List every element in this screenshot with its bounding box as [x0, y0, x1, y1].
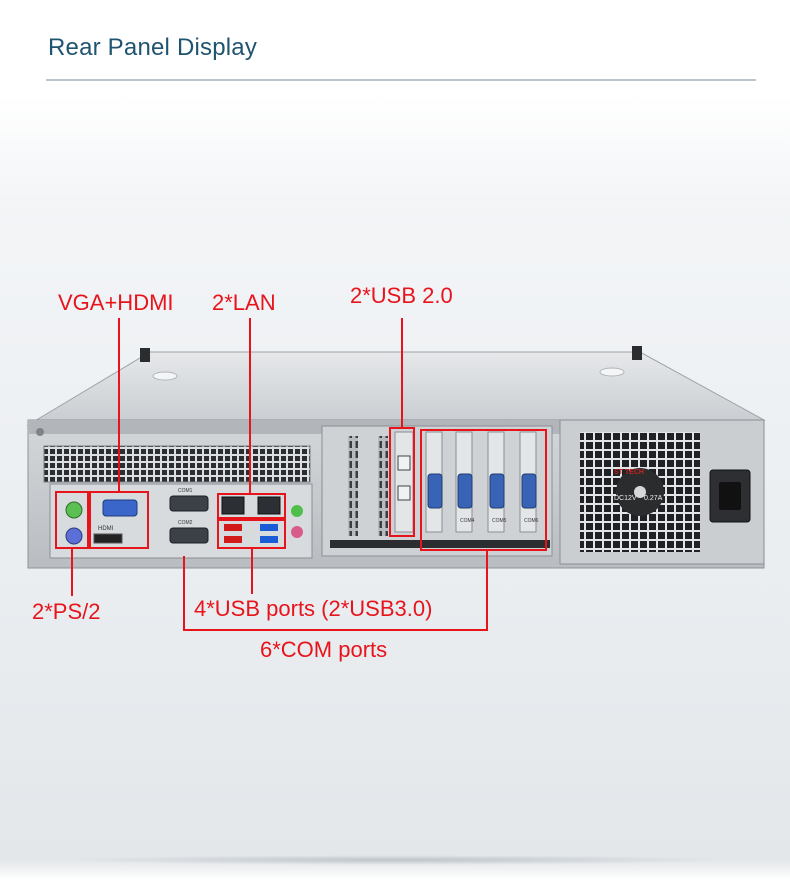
hdmi-label: HDMI	[98, 526, 114, 532]
callout-ps2: 2*PS/2	[32, 599, 101, 624]
hdmi-port	[93, 533, 123, 544]
com1-label: COM1	[178, 488, 193, 494]
expansion-slots	[321, 425, 553, 557]
ps2-ports	[65, 501, 83, 545]
fan-brand-text: ST TECH	[614, 469, 644, 476]
io-vent-mesh	[43, 445, 311, 483]
title-divider	[46, 79, 756, 81]
callout-com-ports: 6*COM ports	[260, 637, 388, 662]
callout-usb-ports: 4*USB ports (2*USB3.0)	[194, 596, 433, 621]
chassis-shadow	[60, 855, 730, 865]
vga-port	[102, 499, 138, 517]
com2-label: COM2	[178, 520, 193, 526]
callout-lan: 2*LAN	[212, 290, 276, 315]
callout-usb20: 2*USB 2.0	[350, 283, 453, 308]
callout-vga-hdmi: VGA+HDMI	[58, 290, 174, 315]
fan-rating-voltage: DC12V	[614, 495, 637, 502]
com5-label: COM5	[492, 518, 507, 524]
fan-rating-current: 0.27A	[644, 495, 663, 502]
chassis-top	[26, 346, 766, 426]
audio-jacks	[291, 505, 303, 538]
com6-label: COM6	[524, 518, 539, 524]
com4-label: COM4	[460, 518, 475, 524]
lan-ports	[221, 496, 281, 515]
io-com-ports	[169, 495, 209, 544]
callout-leader-lines	[71, 318, 488, 631]
page-title: Rear Panel Display	[48, 34, 258, 61]
psu-area	[559, 419, 765, 565]
io-usb-ports	[224, 524, 278, 543]
